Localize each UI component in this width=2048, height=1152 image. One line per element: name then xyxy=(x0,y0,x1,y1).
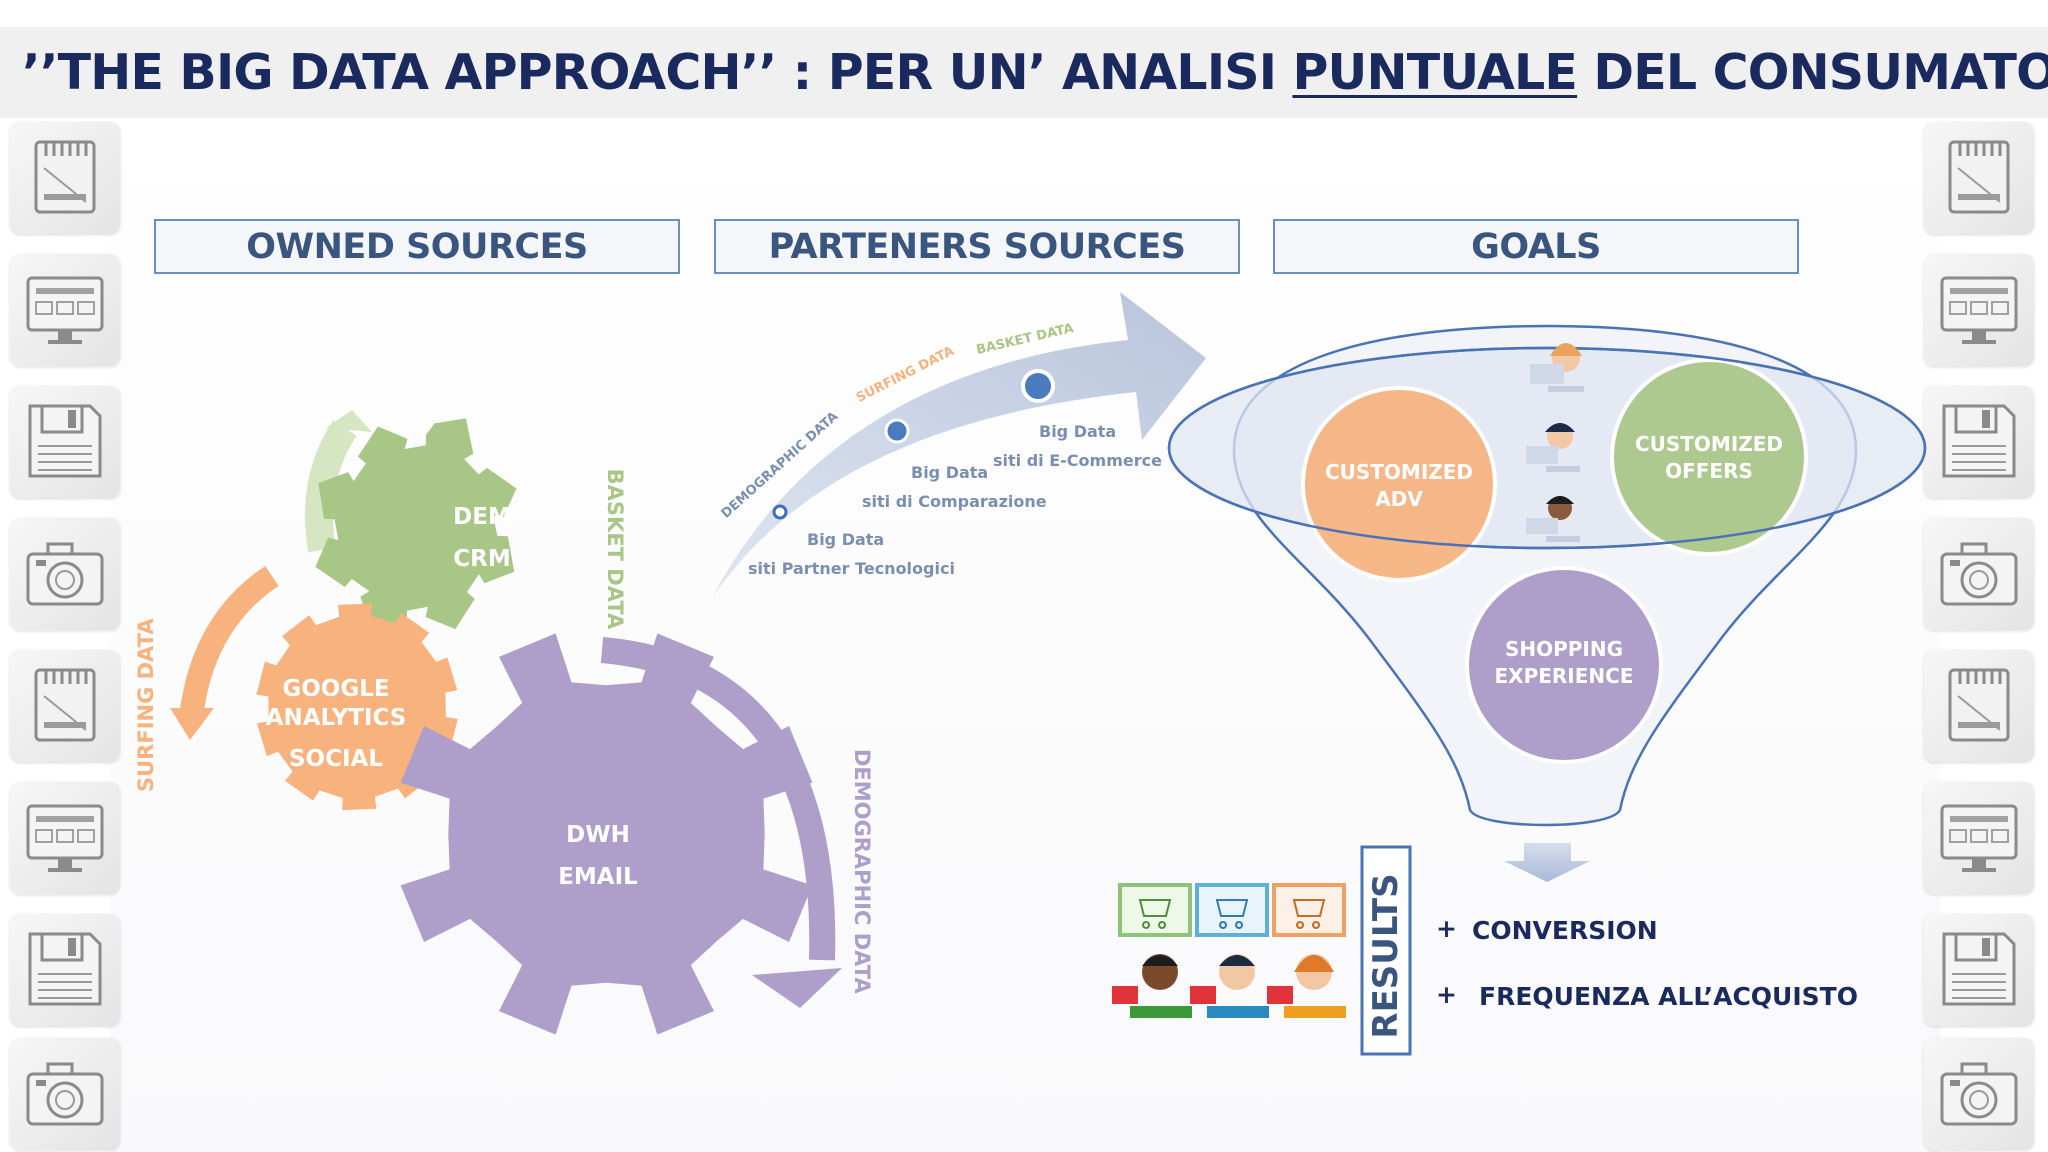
sd-card-icon xyxy=(1924,122,2034,234)
flow-point-1 xyxy=(772,504,788,520)
flow-point-1-subtitle: siti Partner Tecnologici xyxy=(748,559,955,578)
monitor-icon xyxy=(1924,254,2034,366)
floppy-icon xyxy=(10,386,120,498)
result-2-sign: + xyxy=(1436,980,1457,1009)
result-1-sign: + xyxy=(1436,914,1457,943)
basket-data-label: BASKET DATA xyxy=(603,468,627,630)
floppy-icon xyxy=(1924,914,2034,1026)
monitor-icon xyxy=(1924,782,2034,894)
flow-point-3-subtitle: siti di E-Commerce xyxy=(993,451,1162,470)
result-1-text: CONVERSION xyxy=(1472,916,1658,945)
floppy-icon xyxy=(1924,386,2034,498)
partners-sources-header: PARTENERS SOURCES xyxy=(714,219,1240,274)
flow-point-3 xyxy=(1021,369,1055,403)
monitor-icon xyxy=(10,782,120,894)
gear-purple xyxy=(400,633,813,1035)
monitor-icon xyxy=(10,254,120,366)
gear-purple-line1: DWH xyxy=(566,822,630,848)
gear-green-line1: DEM xyxy=(453,504,511,530)
gear-orange-line2: ANALYTICS xyxy=(265,705,407,731)
gear-orange-line3: SOCIAL xyxy=(288,746,383,772)
funnel-rim-outline xyxy=(1167,346,1927,550)
gear-green xyxy=(315,418,517,630)
result-2-text: FREQUENZA ALL’ACQUISTO xyxy=(1479,982,1858,1011)
goals-header: GOALS xyxy=(1273,219,1799,274)
camera-icon xyxy=(1924,518,2034,630)
camera-icon xyxy=(10,518,120,630)
left-icon-column xyxy=(0,118,122,1152)
gear-purple-line2: EMAIL xyxy=(558,864,638,890)
customized-adv-line2: ADV xyxy=(1375,487,1423,511)
orange-cycle-arrowhead xyxy=(170,708,214,740)
results-label: RESULTS xyxy=(1366,873,1406,1039)
sd-card-icon xyxy=(1924,650,2034,762)
green-cycle-arrowhead xyxy=(326,410,372,432)
shopping-experience-circle xyxy=(1465,566,1663,764)
title-underlined: PUNTUALE xyxy=(1292,44,1578,101)
gear-green-line2: CRM xyxy=(453,546,511,572)
customized-offers-line2: OFFERS xyxy=(1665,459,1753,483)
customer-avatar-2 xyxy=(1526,423,1580,472)
cart-monitor-green xyxy=(1118,883,1192,937)
shopping-experience-line1: SHOPPING xyxy=(1504,637,1624,661)
customer-figure-3 xyxy=(1267,954,1346,1018)
camera-icon xyxy=(1924,1038,2034,1150)
cart-monitor-blue xyxy=(1195,883,1269,937)
page-title: ’’THE BIG DATA APPROACH’’ : PER UN’ ANAL… xyxy=(22,44,2048,101)
flow-point-1-title: Big Data xyxy=(807,530,885,549)
right-icon-column xyxy=(1920,118,2042,1152)
gear-orange-line1: GOOGLE xyxy=(282,676,390,702)
title-part1: ’’THE BIG DATA APPROACH’’ : PER UN’ ANAL… xyxy=(22,44,1293,101)
cart-monitor-orange xyxy=(1272,883,1346,937)
down-arrow xyxy=(1504,843,1590,882)
flow-point-2-subtitle: siti di Comparazione xyxy=(862,492,1047,511)
customer-avatar-1 xyxy=(1530,343,1584,392)
title-part2: DEL CONSUMATORE xyxy=(1593,44,2048,101)
flow-point-2-title: Big Data xyxy=(911,463,989,482)
owned-sources-header: OWNED SOURCES xyxy=(154,219,680,274)
customer-avatar-3 xyxy=(1526,496,1580,542)
results-box xyxy=(1360,845,1412,1056)
sd-card-icon xyxy=(10,650,120,762)
partner-flow-arrow xyxy=(712,292,1206,598)
flow-point-3-title: Big Data xyxy=(1039,422,1117,441)
shopping-experience-line2: EXPERIENCE xyxy=(1494,664,1634,688)
sd-card-icon xyxy=(10,122,120,234)
customer-figure-2 xyxy=(1190,954,1269,1018)
customized-offers-line1: CUSTOMIZED xyxy=(1634,432,1784,456)
customer-figure-1 xyxy=(1112,954,1192,1018)
camera-icon xyxy=(10,1038,120,1150)
gear-orange xyxy=(256,603,458,811)
title-bar xyxy=(0,27,2048,118)
flow-point-2 xyxy=(884,418,910,444)
floppy-icon xyxy=(10,914,120,1026)
customized-adv-circle xyxy=(1301,386,1497,582)
purple-cycle-arrowhead xyxy=(752,968,842,1008)
customized-offers-circle xyxy=(1610,358,1808,556)
customized-adv-line1: CUSTOMIZED xyxy=(1324,460,1474,484)
orange-cycle-arrow xyxy=(180,565,279,712)
surfing-data-label: SURFING DATA xyxy=(134,618,158,792)
demographic-data-label: DEMOGRAPHIC DATA xyxy=(850,749,874,994)
